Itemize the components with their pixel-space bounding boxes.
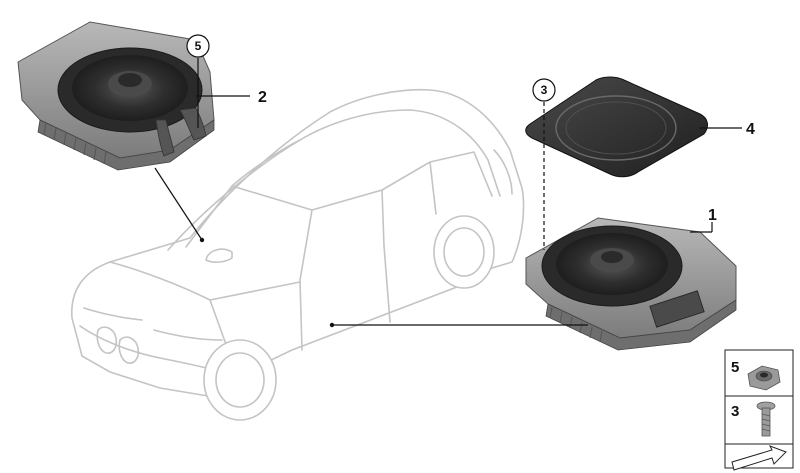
car-outline [71,88,525,421]
speaker-cover-4 [525,76,708,178]
circled-callout-3: 3 [532,78,556,102]
nut-icon [747,365,781,391]
arrow-icon [731,445,787,471]
callout-4: 4 [746,121,755,138]
circled-callout-5: 5 [186,34,210,58]
callout-1: 1 [708,207,717,224]
circled-3-label: 3 [541,83,548,97]
leader-lines [154,58,742,328]
subwoofer-assembly-2 [17,21,215,171]
circled-5-label: 5 [195,39,202,53]
screw-icon [756,401,776,437]
fastener-key-panel: 5 3 [724,349,794,471]
key-row-3-number: 3 [731,403,739,420]
key-row-5-number: 5 [731,359,739,376]
subwoofer-assembly-1 [525,217,737,351]
callout-2: 2 [258,89,267,106]
